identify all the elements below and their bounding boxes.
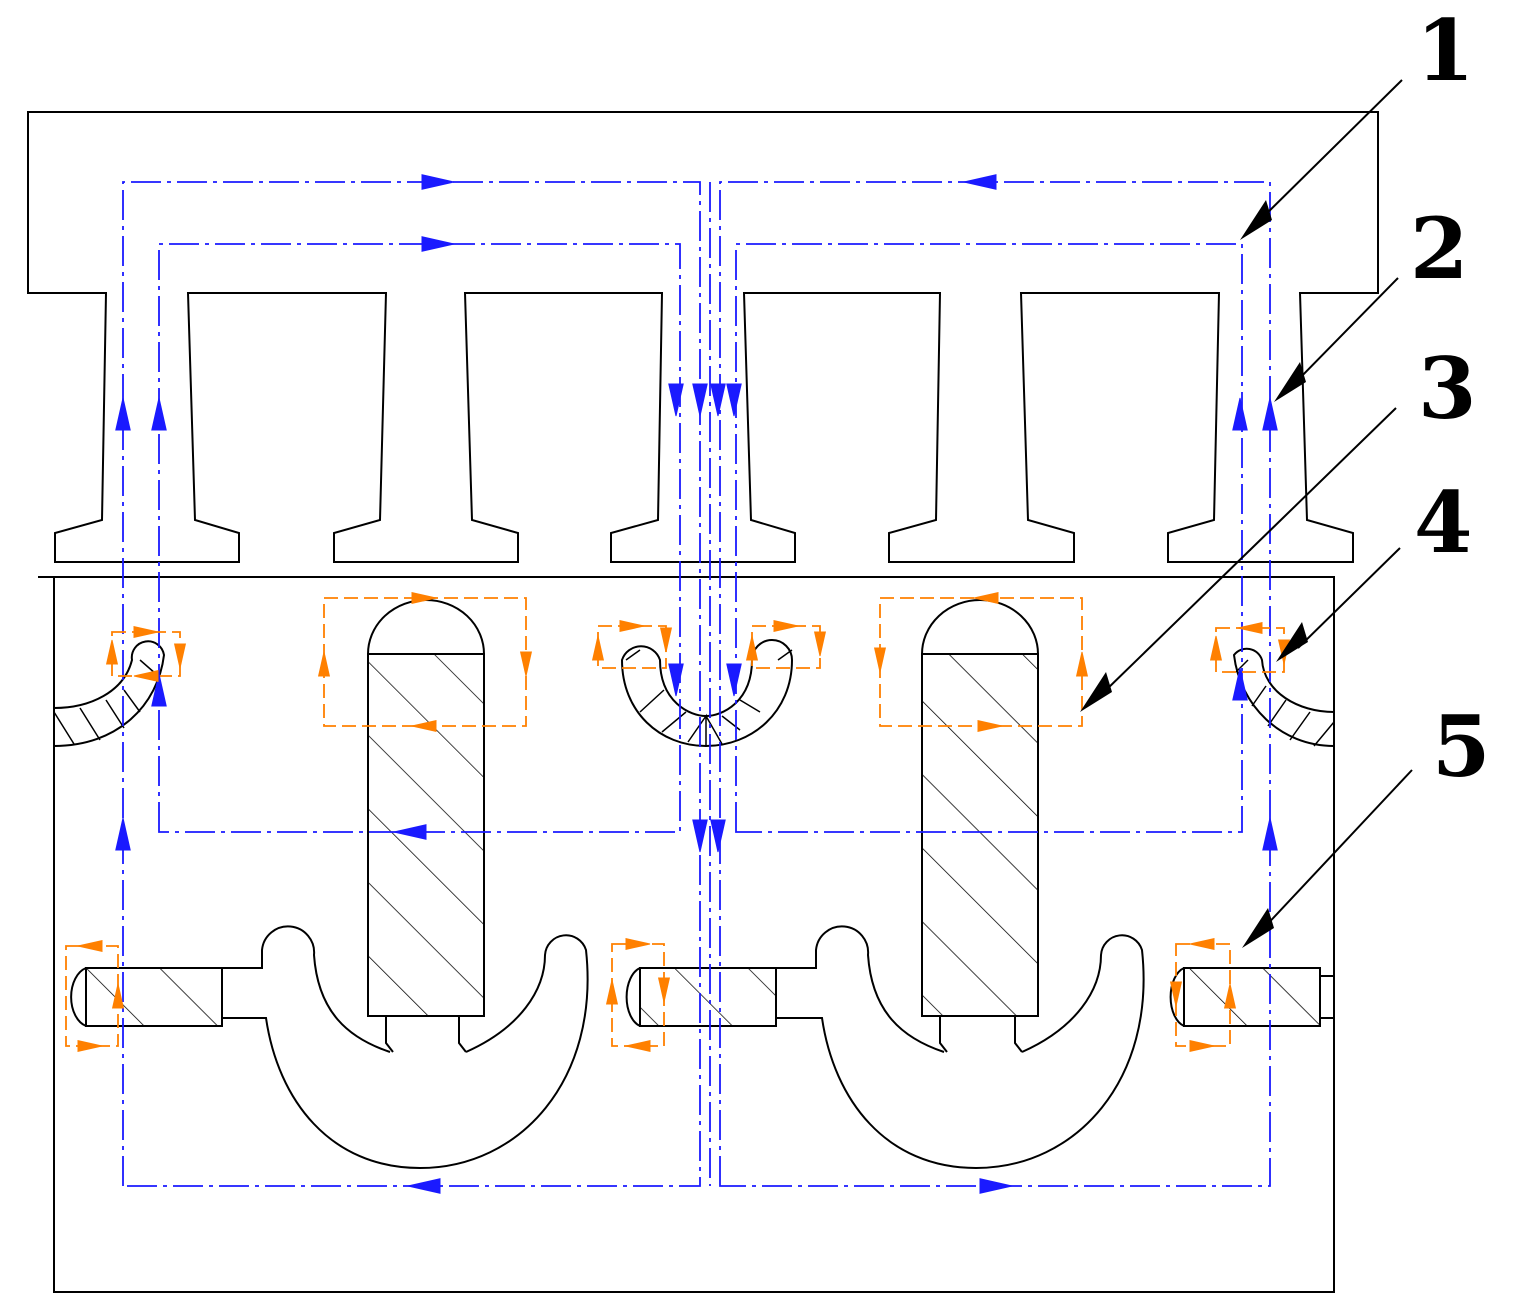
main-flux-arrow-13 xyxy=(151,673,167,707)
leakage-flux-arrow-11 xyxy=(173,643,187,669)
leakage-flux-arrow-28 xyxy=(1189,937,1215,951)
main-flux-arrow-15 xyxy=(115,817,131,851)
main-flux-loop-inner-right xyxy=(735,243,1243,833)
main-flux-arrow-12 xyxy=(726,663,742,697)
stator xyxy=(27,111,1379,563)
callout-number-3: 3 xyxy=(1418,339,1476,438)
main-flux-loop-outer-left xyxy=(122,181,701,1187)
flux-barrier-right xyxy=(776,925,1145,1170)
main-flux-arrow-21 xyxy=(979,1178,1013,1194)
leakage-flux-arrow-22 xyxy=(77,1039,103,1053)
arc-magnet-center xyxy=(620,639,794,748)
radial-magnet-left xyxy=(70,967,223,1027)
leakage-flux-arrow-9 xyxy=(133,669,159,683)
leakage-flux-arrow-3 xyxy=(519,651,533,677)
callout-number-2: 2 xyxy=(1410,199,1468,298)
main-flux-loop-outer-right xyxy=(719,181,1271,1187)
leakage-flux-arrow-14 xyxy=(659,627,673,653)
leakage-flux-arrow-16 xyxy=(745,635,759,661)
leakage-flux-arrow-26 xyxy=(605,979,619,1005)
leakage-flux-arrow-10 xyxy=(105,639,119,665)
callout-number-5: 5 xyxy=(1432,697,1490,796)
leakage-flux-arrow-18 xyxy=(1237,621,1263,635)
leakage-flux-arrow-31 xyxy=(1223,983,1237,1009)
leakage-flux-arrow-13 xyxy=(591,635,605,661)
main-flux-arrow-0 xyxy=(421,174,455,190)
leakage-flux-arrow-19 xyxy=(1209,635,1223,661)
leakage-flux-arrow-30 xyxy=(1169,981,1183,1007)
leakage-flux-arrow-8 xyxy=(133,625,159,639)
leakage-flux-arrow-27 xyxy=(657,977,671,1003)
main-flux-paths xyxy=(122,181,1271,1187)
callout-leaders xyxy=(1103,79,1413,931)
arc-magnet-right xyxy=(1232,647,1335,747)
main-flux-arrow-14 xyxy=(1232,667,1248,701)
arc-magnet-left xyxy=(53,640,166,747)
main-flux-arrow-18 xyxy=(692,819,708,853)
stator-yoke-and-teeth xyxy=(27,111,1379,563)
leakage-flux-arrow-6 xyxy=(873,647,887,673)
rotor-outline xyxy=(53,576,1335,1293)
leader-2 xyxy=(1293,277,1399,385)
leader-5 xyxy=(1261,769,1413,931)
leakage-flux-arrow-17 xyxy=(813,631,827,657)
main-flux-arrow-4 xyxy=(151,397,167,431)
callout-number-1: 1 xyxy=(1416,1,1474,100)
main-flux-arrow-16 xyxy=(1262,817,1278,851)
main-flux-arrow-2 xyxy=(963,174,997,190)
radial-magnet-center xyxy=(625,967,777,1027)
rotor xyxy=(53,576,1335,1293)
leakage-flux-arrow-0 xyxy=(411,591,437,605)
main-flux-arrow-10 xyxy=(726,383,742,417)
callout-arrowheads xyxy=(1080,200,1308,948)
leakage-flux-arrow-25 xyxy=(625,1039,651,1053)
main-flux-arrow-7 xyxy=(668,383,684,417)
main-flux-arrow-20 xyxy=(407,1178,441,1194)
radial-magnet-right xyxy=(1169,967,1334,1027)
leakage-flux-arrow-15 xyxy=(773,619,799,633)
main-flux-loop-inner-left xyxy=(158,243,681,833)
leakage-flux-arrow-12 xyxy=(619,619,645,633)
main-flux-arrow-9 xyxy=(710,383,726,417)
flux-arrowheads xyxy=(77,174,1291,1194)
main-flux-arrow-6 xyxy=(1262,397,1278,431)
main-flux-arrow-1 xyxy=(421,236,455,252)
leader-4 xyxy=(1297,547,1401,649)
main-flux-arrow-5 xyxy=(1232,397,1248,431)
leakage-flux-arrow-5 xyxy=(977,719,1003,733)
main-flux-arrow-17 xyxy=(393,824,427,840)
leakage-flux-arrow-7 xyxy=(1075,651,1089,677)
leakage-flux-arrow-2 xyxy=(317,651,331,677)
leakage-flux-arrow-4 xyxy=(973,591,999,605)
main-flux-arrow-8 xyxy=(692,383,708,417)
main-flux-arrow-19 xyxy=(710,819,726,853)
main-flux-arrow-11 xyxy=(668,663,684,697)
callout-number-4: 4 xyxy=(1414,473,1472,572)
flux-barrier-left xyxy=(222,925,589,1170)
leader-3 xyxy=(1103,407,1397,693)
leakage-flux-arrow-23 xyxy=(111,983,125,1009)
leakage-flux-arrow-1 xyxy=(411,719,437,733)
leakage-flux-arrow-21 xyxy=(77,939,103,953)
leakage-flux-arrow-24 xyxy=(625,937,651,951)
tangential-magnet-right xyxy=(920,599,1040,1053)
leader-1 xyxy=(1257,79,1403,223)
main-flux-arrow-3 xyxy=(115,397,131,431)
leakage-flux-arrow-29 xyxy=(1189,1039,1215,1053)
leakage-loop-arc-center-left xyxy=(597,625,667,669)
